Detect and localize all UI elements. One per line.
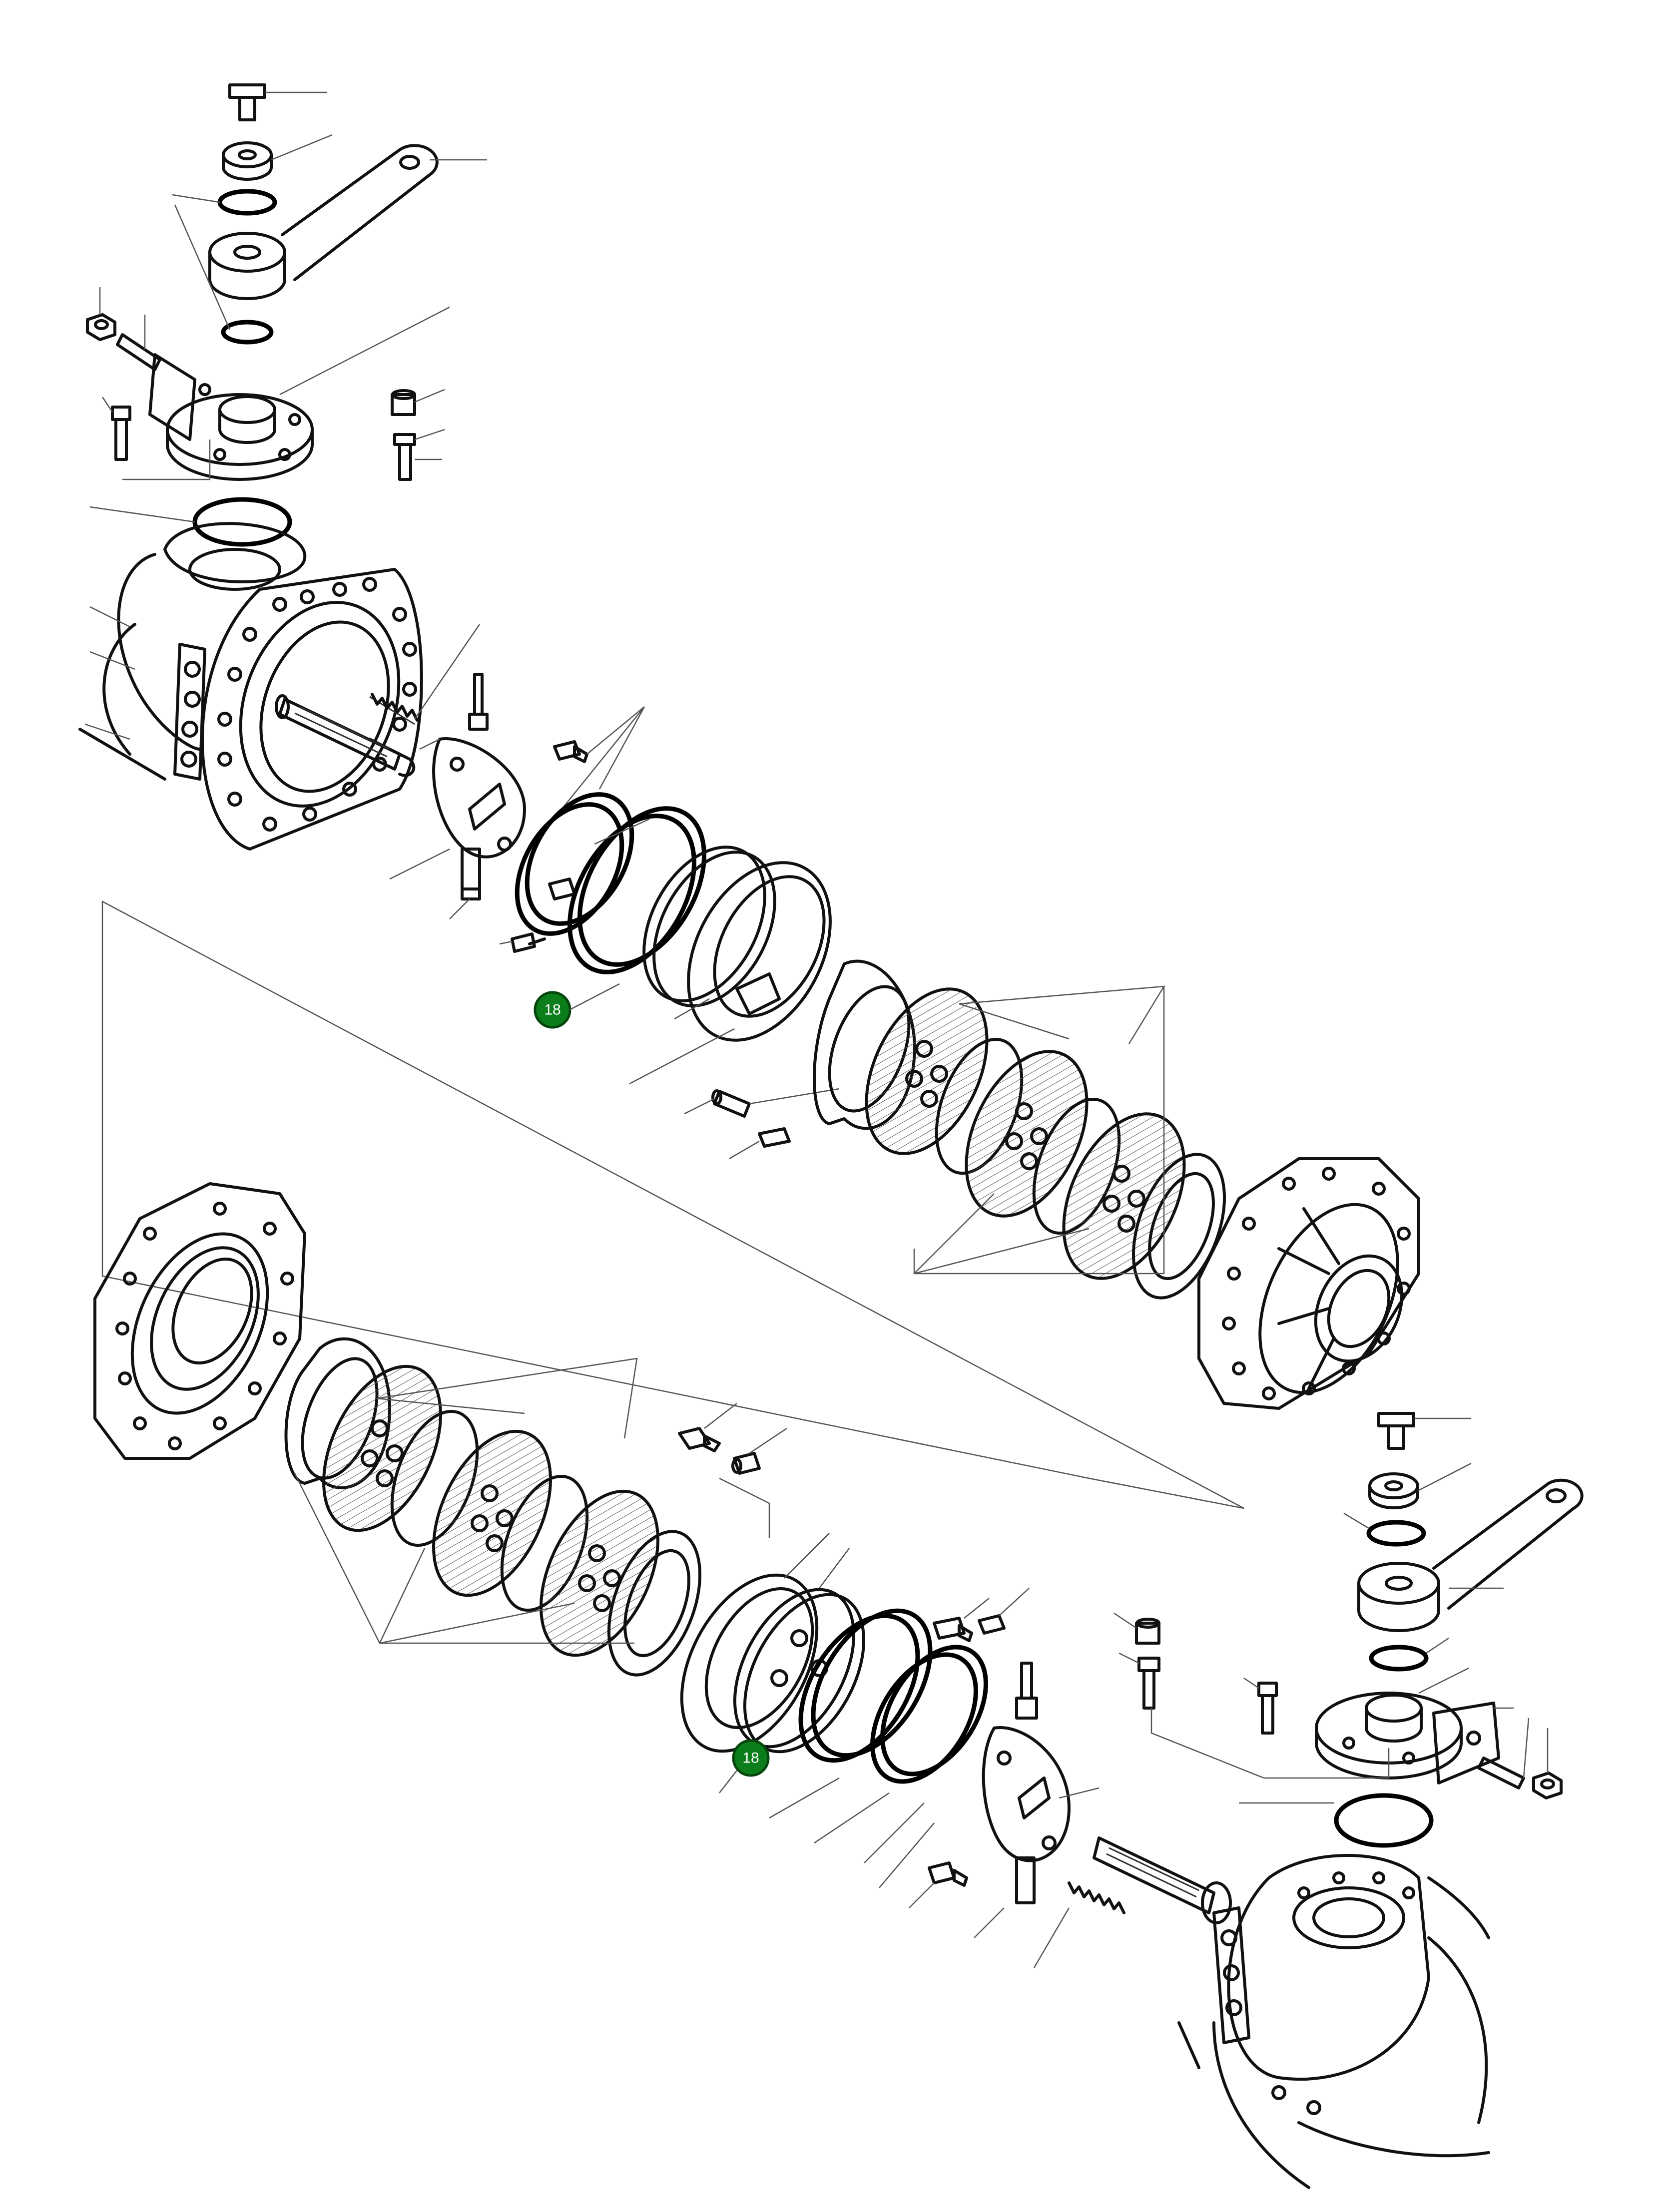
left-stud (116, 315, 161, 371)
right-bleeder (393, 429, 445, 481)
upper-drive-shaft (275, 694, 416, 777)
flange-gasket (89, 497, 307, 591)
lower-plug (1113, 1612, 1160, 1645)
lower-axle-housing (1177, 1854, 1490, 2189)
top-washer (222, 134, 333, 181)
upper-seal-rings (515, 792, 706, 974)
lower-top-bolt (1377, 1412, 1471, 1450)
lower-kingpin-flange (1264, 1667, 1514, 1784)
upper-steering-arm-group (86, 83, 487, 591)
callout-label-upper: 18 (544, 1002, 560, 1018)
upper-end-housing (1197, 1157, 1420, 1410)
right-plug (391, 389, 445, 416)
callout-label-lower: 18 (742, 1750, 759, 1767)
lower-steering-arm (1357, 1478, 1584, 1632)
lower-end-housing (93, 1182, 306, 1460)
lower-steering-arm-group (1113, 1412, 1584, 1848)
callout-badge-lower: 18 (732, 1739, 770, 1777)
lower-seal-rings (769, 1608, 988, 1888)
lower-disc-pack (284, 1337, 702, 1677)
lower-top-o-ring (1343, 1512, 1426, 1547)
lower-caliper-bracket (974, 1662, 1100, 1938)
lower-bleeder (1118, 1652, 1264, 1779)
lower-drive-shaft (1093, 1836, 1232, 1924)
lower-spring (1033, 1881, 1125, 1968)
assembly-outline (101, 900, 1244, 1509)
upper-caliper-bracket (389, 673, 526, 919)
upper-spring (369, 624, 481, 725)
kingpin-flange (148, 306, 450, 481)
callout-badge-upper: 18 (534, 991, 571, 1029)
left-nut (86, 287, 116, 341)
lower-left-screw (1243, 1677, 1278, 1735)
lower-pins (678, 1403, 787, 1538)
lower-top-washer (1368, 1462, 1472, 1509)
mid-o-ring (174, 204, 274, 345)
upper-axle-housing (78, 553, 423, 851)
left-screw (101, 397, 211, 480)
lower-flange-gasket (1239, 1793, 1434, 1848)
lower-right-nut (1532, 1728, 1563, 1799)
lower-mid-o-ring (1369, 1637, 1449, 1672)
upper-disc-pack (813, 959, 1226, 1300)
upper-pins (684, 1088, 840, 1160)
top-bolt (228, 83, 327, 121)
steering-arm (208, 144, 487, 300)
lower-small-parts (909, 1588, 1030, 1908)
lower-right-stud (1477, 1718, 1530, 1789)
top-o-ring (172, 189, 277, 216)
upper-piston (629, 846, 832, 1085)
